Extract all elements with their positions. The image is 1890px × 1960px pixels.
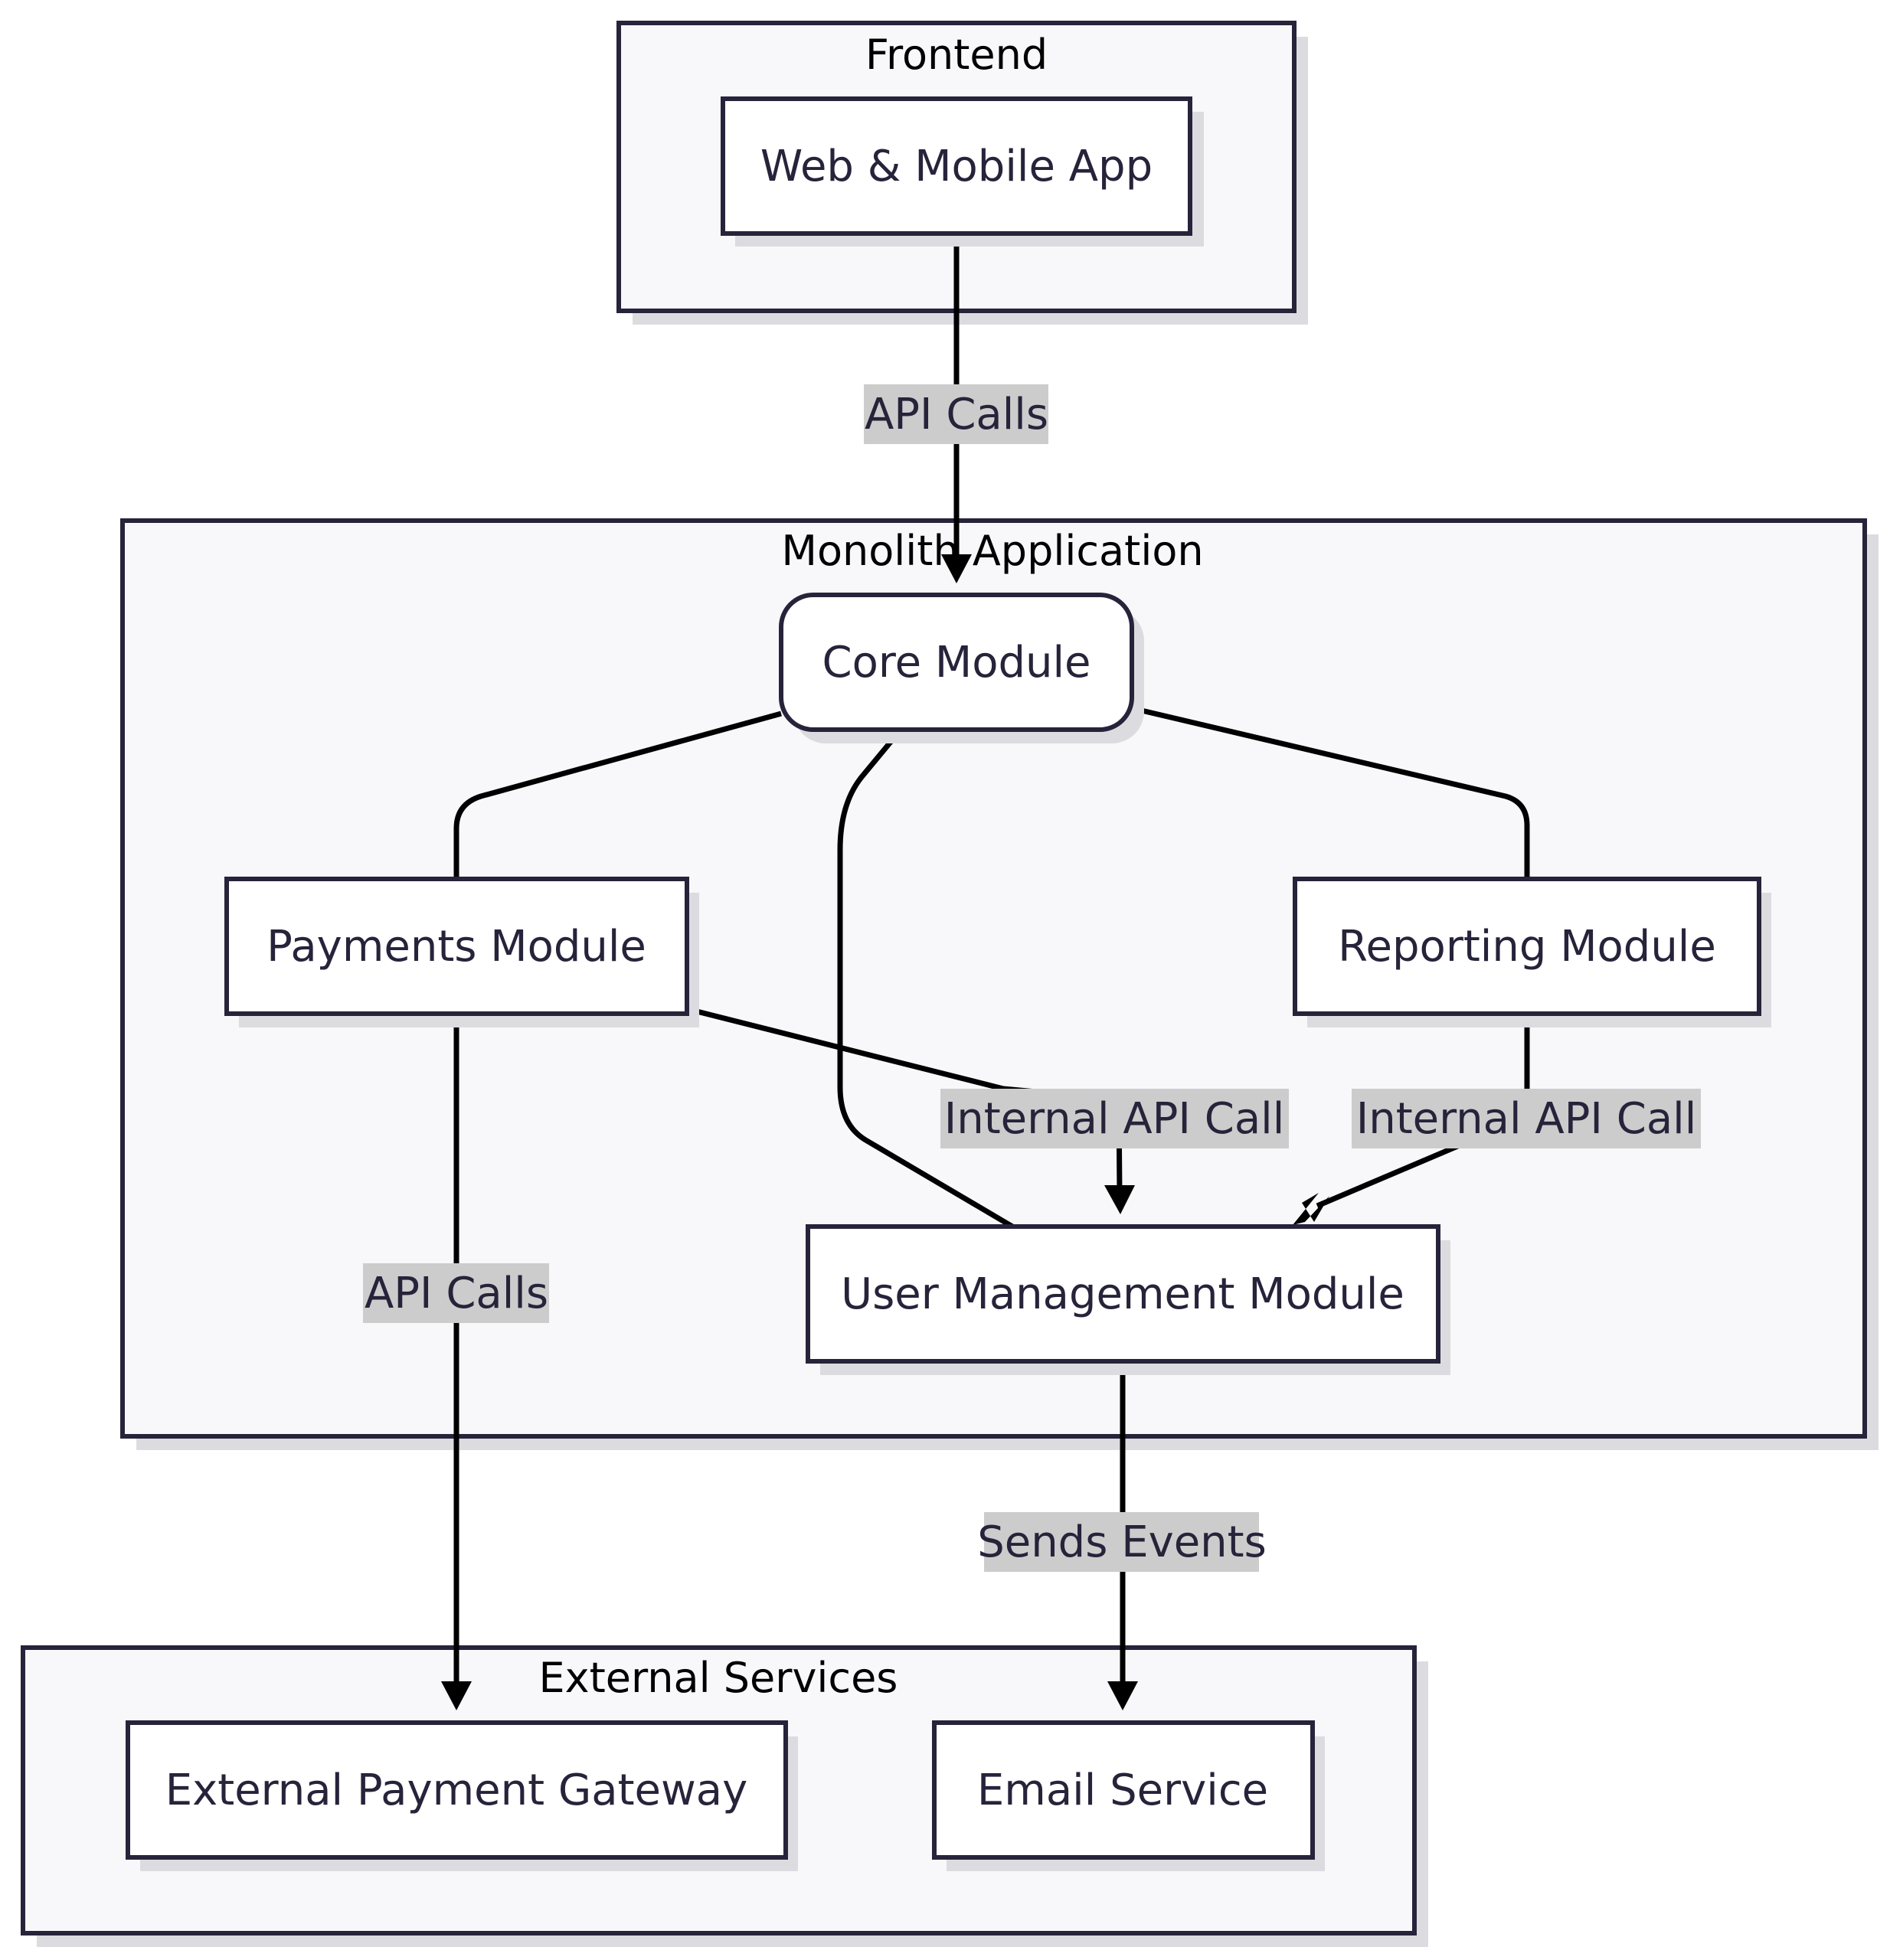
group-frontend-title: Frontend [865, 31, 1048, 79]
svg-text:Internal API Call: Internal API Call [1356, 1094, 1697, 1144]
svg-text:Internal API Call: Internal API Call [944, 1094, 1285, 1144]
node-web-app: Web & Mobile App [721, 96, 1204, 247]
label-payments-to-user-mgmt: Internal API Call [940, 1089, 1289, 1148]
svg-text:User Management Module: User Management Module [841, 1269, 1404, 1319]
edge-core-to-payments [453, 710, 782, 879]
edge-core-to-reporting [1131, 705, 1530, 879]
node-reporting: Reporting Module [1293, 877, 1771, 1027]
node-email: Email Service [932, 1720, 1325, 1871]
svg-text:Payments Module: Payments Module [266, 922, 646, 972]
label-reporting-to-user-mgmt: Internal API Call [1352, 1089, 1701, 1148]
svg-text:Email Service: Email Service [977, 1766, 1268, 1815]
label-web-to-core: API Calls [864, 384, 1048, 444]
edge-reporting-to-user-mgmt-arrowhead [1293, 1193, 1329, 1225]
group-external-title: External Services [539, 1654, 898, 1702]
edge-web-to-core-arrowhead [941, 554, 972, 583]
node-payment-gateway: External Payment Gateway [126, 1720, 798, 1871]
label-user-mgmt-to-email: Sends Events [977, 1512, 1267, 1572]
node-payments: Payments Module [224, 877, 699, 1027]
svg-text:Web & Mobile App: Web & Mobile App [760, 142, 1153, 191]
label-payments-to-gateway: API Calls [363, 1263, 549, 1323]
node-user-mgmt: User Management Module [806, 1224, 1450, 1375]
edge-payments-to-gateway-arrowhead [441, 1681, 472, 1710]
node-core: Core Module [779, 593, 1144, 743]
svg-text:Core Module: Core Module [822, 638, 1091, 688]
edge-payments-to-user-mgmt-arrowhead [1104, 1185, 1135, 1214]
svg-text:API Calls: API Calls [865, 390, 1048, 439]
edge-user-mgmt-to-email-arrowhead [1107, 1681, 1138, 1710]
svg-text:External Payment Gateway: External Payment Gateway [165, 1766, 747, 1815]
svg-text:API Calls: API Calls [365, 1269, 548, 1318]
edge-labels: API Calls Internal API Call Internal API… [363, 384, 1701, 1572]
svg-text:Sends Events: Sends Events [977, 1517, 1267, 1567]
edge-core-to-user-mgmt [837, 730, 1014, 1230]
svg-text:Reporting Module: Reporting Module [1338, 922, 1716, 972]
group-monolith-title: Monolith Application [781, 527, 1203, 575]
